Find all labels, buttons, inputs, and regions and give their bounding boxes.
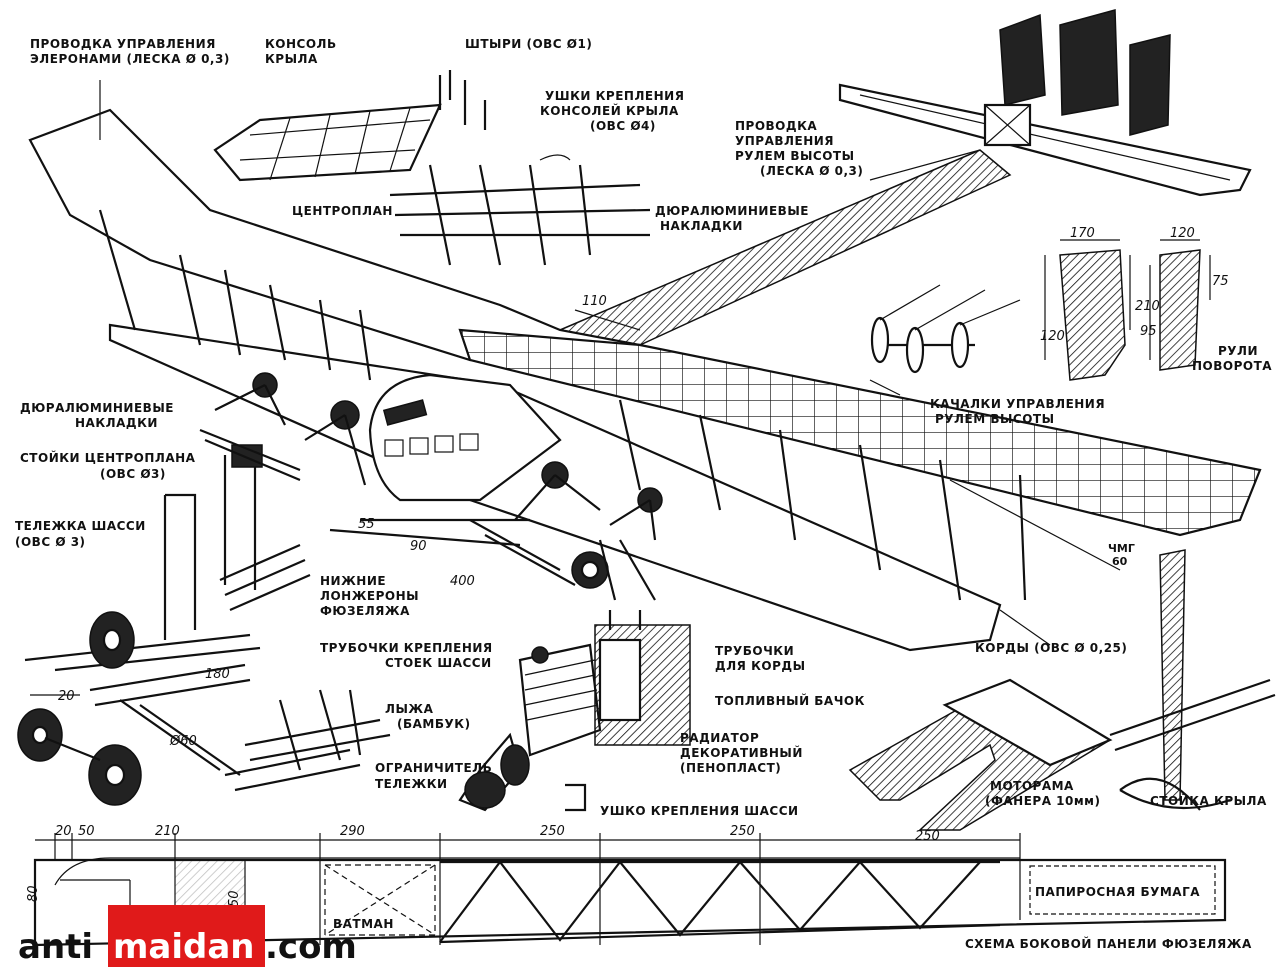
watermark: anti maidan .com <box>18 905 357 967</box>
dimensions: 110 55 90 400 180 20 Ø60 170 120 210 120… <box>26 226 1229 907</box>
label-duralumin-top-1: ДЮРАЛЮМИНИЕВЫЕ <box>655 204 809 218</box>
label-elevator-control-1: ПРОВОДКА <box>735 119 817 133</box>
dim-180: 180 <box>205 667 230 682</box>
label-author-mark-1: ЧМГ <box>1108 542 1135 555</box>
engines <box>214 372 663 601</box>
engine-detail-part <box>458 610 691 812</box>
label-console-lugs-3: (ОВС Ø4) <box>590 119 656 133</box>
label-aileron-control-2: ЭЛЕРОНАМИ (ЛЕСКА Ø 0,3) <box>30 52 230 66</box>
label-gear-lug: УШКО КРЕПЛЕНИЯ ШАССИ <box>600 804 799 818</box>
labels: ПРОВОДКА УПРАВЛЕНИЯ ЭЛЕРОНАМИ (ЛЕСКА Ø 0… <box>15 37 1272 951</box>
dim-rudder-210: 210 <box>1135 299 1160 314</box>
rudder-parts <box>1044 239 1211 381</box>
label-motor-mount-1: МОТОРАМА <box>990 779 1074 793</box>
label-bogie-limiter-2: ТЕЛЕЖКИ <box>375 777 448 791</box>
label-center-struts-1: СТОЙКИ ЦЕНТРОПЛАНА <box>20 450 196 465</box>
center-section-part <box>389 154 651 266</box>
label-rudder-1: РУЛИ <box>1218 344 1258 358</box>
label-elevator-rockers-1: КАЧАЛКИ УПРАВЛЕНИЯ <box>930 397 1105 411</box>
label-cord-tubes-2: ДЛЯ КОРДЫ <box>715 659 806 673</box>
label-lower-longerons-2: ЛОНЖЕРОНЫ <box>320 589 419 603</box>
dim-panel-20: 20 <box>55 824 72 839</box>
label-gear-bogie-2: (ОВС Ø 3) <box>15 535 86 549</box>
wing-strut-part <box>1109 549 1276 811</box>
label-duralumin-left-2: НАКЛАДКИ <box>75 416 158 430</box>
dim-panel-50v: 50 <box>227 890 242 907</box>
dim-55: 55 <box>358 517 375 532</box>
label-console-lugs-1: УШКИ КРЕПЛЕНИЯ <box>545 89 684 103</box>
label-gear-tubes-1: ТРУБОЧКИ КРЕПЛЕНИЯ <box>320 641 493 655</box>
label-rudder-2: ПОВОРОТА <box>1192 359 1272 373</box>
dim-20: 20 <box>58 689 75 704</box>
label-console-lugs-2: КОНСОЛЕЙ КРЫЛА <box>540 103 679 118</box>
label-gear-tubes-2: СТОЕК ШАССИ <box>385 656 492 670</box>
label-gear-bogie-1: ТЕЛЕЖКА ШАССИ <box>15 519 146 533</box>
label-motor-mount-2: (ФАНЕРА 10мм) <box>985 794 1100 808</box>
label-duralumin-top-2: НАКЛАДКИ <box>660 219 743 233</box>
label-radiator-1: РАДИАТОР <box>680 731 759 745</box>
watermark-left: anti <box>18 927 93 967</box>
dim-rudder-120a: 120 <box>1040 329 1065 344</box>
label-cords: КОРДЫ (ОВС Ø 0,25) <box>975 641 1127 655</box>
dim-panel-250a: 250 <box>540 824 565 839</box>
dim-panel-50: 50 <box>78 824 95 839</box>
dim-rudder-120b: 120 <box>1170 226 1195 241</box>
label-center-struts-2: (ОВС Ø3) <box>100 467 166 481</box>
dim-panel-210: 210 <box>155 824 180 839</box>
dim-400: 400 <box>450 574 475 589</box>
label-elevator-control-2: УПРАВЛЕНИЯ <box>735 134 834 148</box>
dim-panel-80: 80 <box>26 885 41 902</box>
dim-panel-250c: 250 <box>915 829 940 844</box>
label-ski-2: (БАМБУК) <box>397 717 471 731</box>
label-whatman: ВАТМАН <box>333 917 394 931</box>
label-panel-caption: СХЕМА БОКОВОЙ ПАНЕЛИ ФЮЗЕЛЯЖА <box>965 936 1252 951</box>
pins-part <box>438 70 487 130</box>
dim-rudder-170: 170 <box>1070 226 1095 241</box>
label-wing-console-2: КРЫЛА <box>265 52 318 66</box>
label-elevator-control-4: (ЛЕСКА Ø 0,3) <box>760 164 863 178</box>
label-cord-tubes-1: ТРУБОЧКИ <box>715 644 794 658</box>
label-tissue-paper: ПАПИРОСНАЯ БУМАГА <box>1035 885 1200 899</box>
label-bogie-limiter-1: ОГРАНИЧИТЕЛЬ <box>375 761 492 775</box>
landing-gear-part <box>17 428 391 806</box>
watermark-middle: maidan <box>113 927 255 967</box>
label-lower-longerons-1: НИЖНИЕ <box>320 574 386 588</box>
label-author-mark-2: 60 <box>1112 555 1128 568</box>
motor-mount-part <box>848 678 1113 831</box>
dim-panel-250b: 250 <box>730 824 755 839</box>
fuselage-side-panel <box>33 833 1227 947</box>
label-elevator-rockers-2: РУЛЕМ ВЫСОТЫ <box>935 412 1055 426</box>
dim-110: 110 <box>582 294 607 309</box>
dim-rudder-95: 95 <box>1140 324 1157 339</box>
label-lower-longerons-3: ФЮЗЕЛЯЖА <box>320 604 410 618</box>
label-radiator-3: (ПЕНОПЛАСТ) <box>680 761 781 775</box>
label-wing-console-1: КОНСОЛЬ <box>265 37 337 51</box>
dim-rudder-75: 75 <box>1212 274 1229 289</box>
label-wing-strut: СТОЙКА КРЫЛА <box>1150 793 1267 808</box>
dim-panel-290: 290 <box>340 824 365 839</box>
elevator-rockers-part <box>869 284 1021 396</box>
dim-90: 90 <box>410 539 427 554</box>
label-radiator-2: ДЕКОРАТИВНЫЙ <box>680 745 803 760</box>
label-pins: ШТЫРИ (ОВС Ø1) <box>465 37 592 51</box>
label-center-section: ЦЕНТРОПЛАН <box>292 204 393 218</box>
label-duralumin-left-1: ДЮРАЛЮМИНИЕВЫЕ <box>20 401 174 415</box>
label-aileron-control-1: ПРОВОДКА УПРАВЛЕНИЯ <box>30 37 216 51</box>
label-ski-1: ЛЫЖА <box>385 702 434 716</box>
airplane-main <box>28 9 1262 652</box>
watermark-right: .com <box>265 927 357 967</box>
watermark-red-box <box>108 905 265 967</box>
dim-60: Ø60 <box>169 734 197 749</box>
wing-console-part <box>213 103 442 182</box>
label-elevator-control-3: РУЛЕМ ВЫСОТЫ <box>735 149 855 163</box>
label-fuel-tank: ТОПЛИВНЫЙ БАЧОК <box>715 693 865 708</box>
